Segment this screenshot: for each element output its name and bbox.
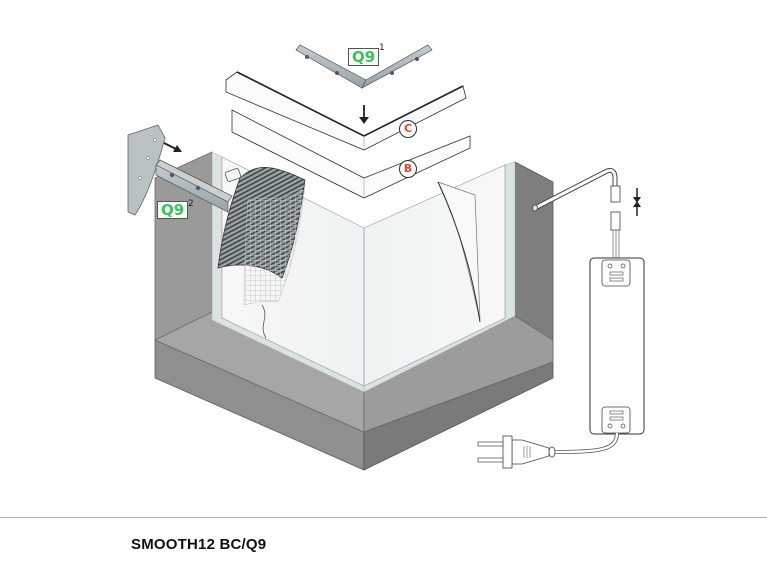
part-label-q9-top: Q9 (348, 48, 380, 66)
divider-line (0, 517, 767, 518)
arrow-down-icon (359, 105, 369, 124)
power-plug (477, 432, 619, 469)
cover-c (225, 71, 467, 151)
product-title: SMOOTH12 BC/Q9 (131, 536, 267, 553)
power-supply (589, 257, 645, 435)
connector-q9-top (295, 44, 433, 89)
part-superscript: 2 (188, 199, 194, 209)
arrow-icon (163, 142, 182, 152)
part-superscript: 1 (379, 43, 385, 53)
power-cable (532, 167, 621, 258)
press-arrows-icon (633, 188, 641, 216)
connector-q9-side (155, 159, 233, 213)
part-label-c: C (399, 120, 417, 138)
part-code: Q9 (352, 48, 376, 66)
led-strip-mesh (217, 167, 306, 339)
part-code: Q9 (161, 201, 185, 219)
end-cap (127, 124, 166, 216)
part-label-b: B (399, 160, 417, 178)
part-label-q9-side: Q9 (157, 201, 189, 219)
